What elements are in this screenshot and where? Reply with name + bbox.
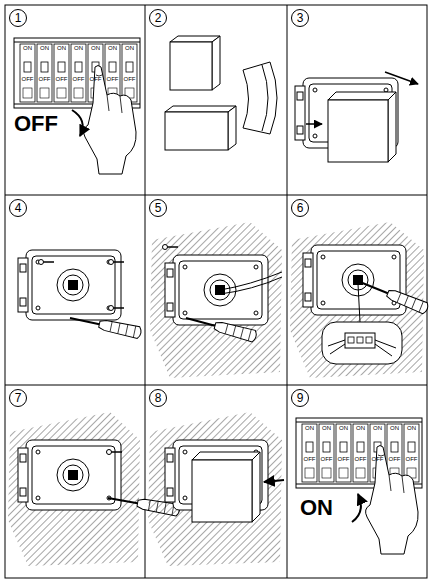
sheet-frame	[5, 5, 427, 578]
wall-hatching	[8, 412, 140, 566]
screwdriver	[358, 276, 430, 314]
step-number-text: 8	[155, 392, 162, 404]
pointing-hand	[366, 446, 419, 555]
step-number-text: 9	[297, 392, 304, 404]
breaker-state-label: OFF	[387, 456, 402, 463]
panel-divider	[5, 195, 427, 196]
breaker-state-label: OFF	[302, 456, 317, 463]
breaker-state-label: OFF	[353, 456, 368, 463]
lamp-body	[328, 92, 396, 162]
mounting-plate	[303, 245, 406, 315]
breaker-state-label: OFF	[336, 456, 351, 463]
breaker-state-label: ON	[302, 425, 317, 432]
breaker-state-label: OFF	[319, 456, 334, 463]
panel-divider	[5, 385, 427, 386]
lamp-side	[228, 106, 236, 150]
breaker-state-label: ON	[54, 45, 69, 52]
mounting-plate	[165, 255, 268, 325]
switch-instruction: ON	[300, 496, 333, 520]
breaker-state-label: OFF	[105, 76, 120, 83]
step-number: 7	[9, 389, 27, 407]
curved-lamp-edge	[262, 65, 268, 131]
breaker-state-label: OFF	[20, 76, 35, 83]
panel-divider	[287, 5, 288, 578]
step-number-text: 1	[15, 12, 22, 24]
mounting-plate	[18, 440, 121, 510]
screwdriver	[184, 312, 257, 342]
breaker-state-label: OFF	[37, 76, 52, 83]
screw	[39, 260, 55, 265]
breaker-state-label: ON	[336, 425, 351, 432]
breaker-state-label: ON	[105, 45, 120, 52]
mains-cable	[220, 272, 282, 294]
lamp-front	[170, 42, 212, 90]
breaker-state-label: ON	[370, 425, 385, 432]
breaker-state-label: ON	[122, 45, 137, 52]
mounting-plate	[18, 250, 121, 320]
step-number-text: 2	[155, 12, 162, 24]
step-number: 9	[291, 389, 309, 407]
step-number-text: 5	[155, 202, 162, 214]
breaker-state-label: ON	[20, 45, 35, 52]
step-number: 8	[149, 389, 167, 407]
screw	[107, 450, 123, 455]
panel-divider	[145, 5, 146, 578]
breaker-state-label: ON	[37, 45, 52, 52]
breaker-state-label: OFF	[88, 76, 103, 83]
curved-lamp	[243, 62, 277, 134]
wall-hatching	[150, 222, 282, 378]
terminal-block	[345, 333, 375, 348]
breaker-state-label: ON	[404, 425, 419, 432]
step-number: 3	[291, 9, 309, 27]
breaker-state-label: OFF	[71, 76, 86, 83]
lamp-top	[165, 106, 236, 112]
pointing-hand	[84, 66, 137, 175]
breaker-state-label: ON	[88, 45, 103, 52]
terminal-screws	[348, 337, 372, 343]
breaker-state-label: ON	[71, 45, 86, 52]
wall-hatching	[148, 412, 282, 566]
step-number: 2	[149, 9, 167, 27]
step-number-text: 3	[297, 12, 304, 24]
breaker-state-label: OFF	[122, 76, 137, 83]
turn-on-arrow	[352, 494, 361, 522]
breaker-state-label: OFF	[54, 76, 69, 83]
step-number-text: 4	[15, 202, 22, 214]
panel-grid	[5, 5, 427, 578]
breaker-state-label: ON	[353, 425, 368, 432]
breaker-state-label: ON	[387, 425, 402, 432]
breaker-state-label: OFF	[404, 456, 419, 463]
turn-off-arrow	[72, 110, 83, 136]
attach-arrow	[264, 480, 284, 482]
step-number-text: 7	[15, 392, 22, 404]
lamp-variants	[165, 36, 277, 150]
wires	[328, 340, 396, 356]
screw	[109, 260, 125, 265]
detail-leader	[358, 284, 360, 322]
breaker-state-label: OFF	[370, 456, 385, 463]
screw	[109, 306, 125, 311]
lamp-side	[212, 36, 220, 90]
step-number-text: 6	[297, 202, 304, 214]
lamp-body	[192, 452, 260, 522]
screwdriver	[69, 312, 142, 339]
breaker-state-label: ON	[319, 425, 334, 432]
step-number: 4	[9, 199, 27, 217]
step-number: 1	[9, 9, 27, 27]
remove-arrow	[385, 72, 418, 84]
detail-inset	[322, 322, 402, 364]
switch-instruction: OFF	[14, 112, 58, 136]
step-number: 6	[291, 199, 309, 217]
lamp-front	[165, 112, 228, 150]
screw	[163, 245, 179, 250]
remove-arrow	[306, 123, 322, 125]
step-number: 5	[149, 199, 167, 217]
